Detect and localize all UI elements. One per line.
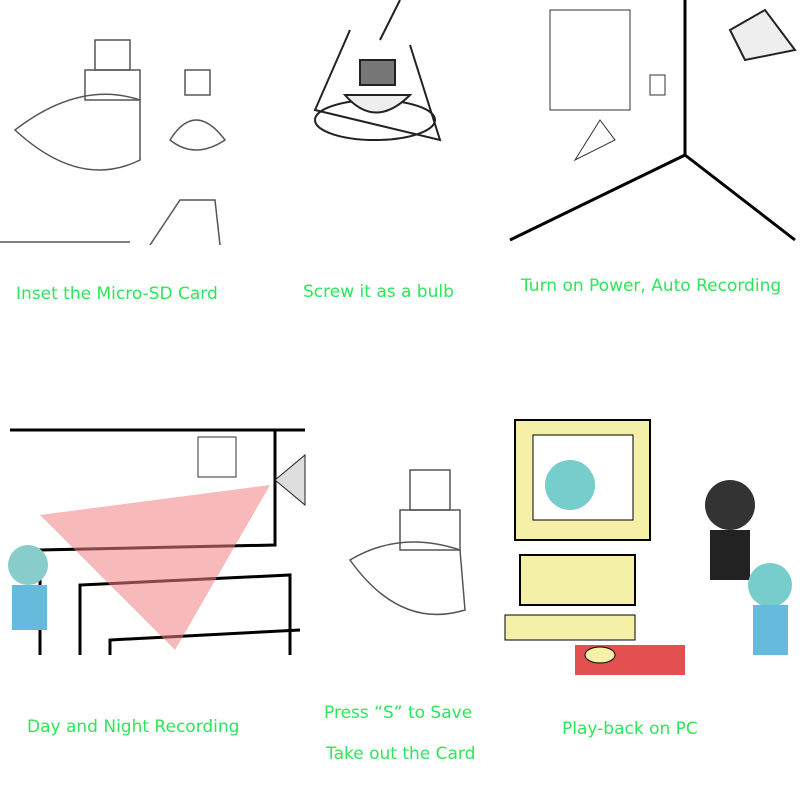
step-3-illustration [505, 0, 800, 245]
step-6-caption: Play-back on PC [562, 719, 698, 739]
step-5-caption-line-1: Press “S” to Save [324, 703, 473, 723]
step-2-caption: Screw it as a bulb [303, 282, 454, 302]
step-4-illustration [0, 425, 310, 655]
step-1-illustration [0, 0, 260, 245]
step-3-caption: Turn on Power, Auto Recording [521, 276, 782, 296]
step-5-caption-line-2: Take out the Card [326, 744, 476, 764]
step-6-illustration [495, 415, 800, 680]
step-5-illustration [340, 460, 500, 640]
step-1-caption: Inset the Micro-SD Card [16, 284, 218, 304]
step-4-caption: Day and Night Recording [27, 717, 240, 737]
